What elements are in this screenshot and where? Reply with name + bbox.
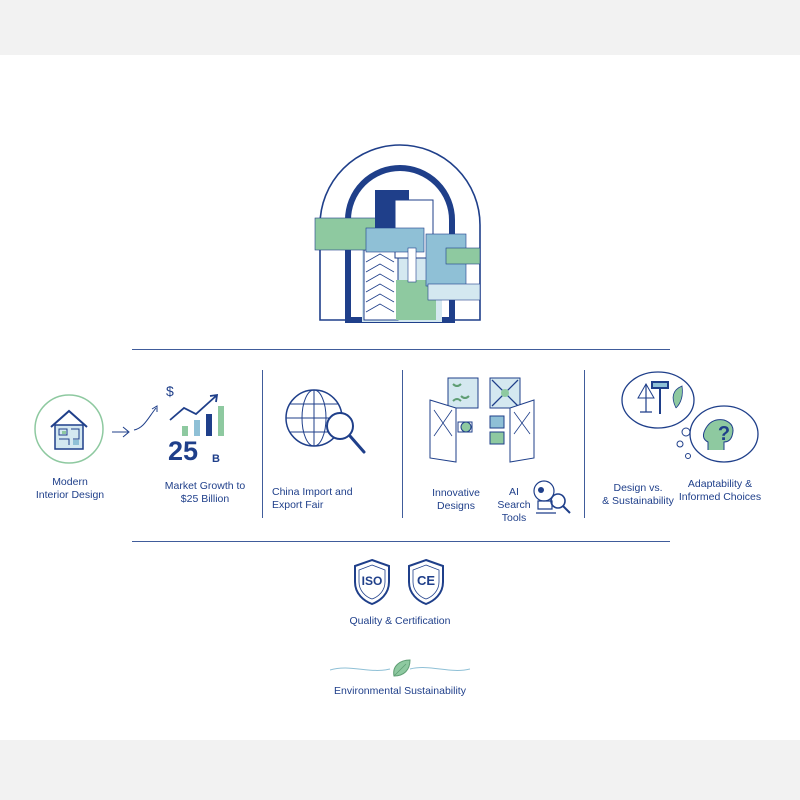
currency-symbol: $ xyxy=(166,383,174,399)
ce-label: CE xyxy=(416,573,436,588)
ai-search-label: AI Search Tools xyxy=(497,486,531,524)
tile-samples-icon xyxy=(429,377,535,463)
sustainability-label: Environmental Sustainability xyxy=(334,685,466,697)
arch-logo xyxy=(314,144,481,323)
scale-hammer-icon: ? xyxy=(621,371,759,463)
svg-text:?: ? xyxy=(718,423,730,445)
market-figure: 25 xyxy=(168,436,199,466)
china-fair-label: China Import and Export Fair xyxy=(272,486,353,511)
market-unit: B xyxy=(212,453,220,465)
innovative-label: Innovative Designs xyxy=(432,487,480,512)
house-plan-icon xyxy=(34,394,104,464)
bottom-divider xyxy=(132,541,670,542)
top-divider xyxy=(132,349,670,350)
market-growth-label: Market Growth to $25 Billion xyxy=(164,480,246,505)
modern-interior-label: Modern Interior Design xyxy=(35,476,105,501)
growth-chart-icon xyxy=(169,393,224,436)
ce-shield-icon xyxy=(408,558,444,606)
column-divider xyxy=(262,370,263,518)
iso-label: ISO xyxy=(361,574,383,588)
column-divider xyxy=(402,370,403,518)
column-divider xyxy=(584,370,585,518)
certification-label: Quality & Certification xyxy=(349,615,451,627)
globe-magnifier-icon xyxy=(285,389,366,454)
arrow-icon xyxy=(112,405,158,438)
leaf-icon xyxy=(330,659,470,677)
robot-magnifier-icon xyxy=(533,480,571,514)
iso-shield-icon xyxy=(354,558,390,606)
design-vs-label: Design vs. & Sustainability xyxy=(602,482,674,507)
adaptability-label: Adaptability & Informed Choices xyxy=(678,478,762,503)
